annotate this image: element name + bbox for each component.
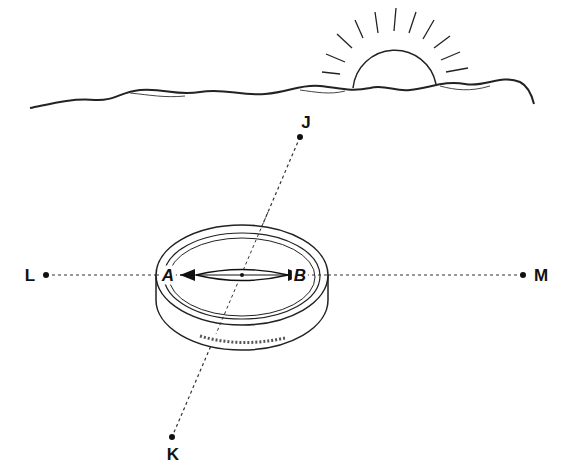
sun (353, 50, 436, 88)
point-label: M (532, 266, 550, 285)
sight-lines-over (156, 212, 328, 334)
point-dots (43, 134, 526, 440)
point-label: B (292, 266, 308, 285)
compass (156, 225, 328, 350)
sight-lines (46, 137, 523, 437)
horizon (30, 79, 534, 108)
point-label: K (165, 445, 181, 464)
compass-needle (180, 269, 303, 281)
point-label: L (23, 266, 37, 285)
horizon-shading (130, 86, 490, 97)
point-label: A (160, 266, 176, 285)
point-label: J (299, 113, 312, 132)
